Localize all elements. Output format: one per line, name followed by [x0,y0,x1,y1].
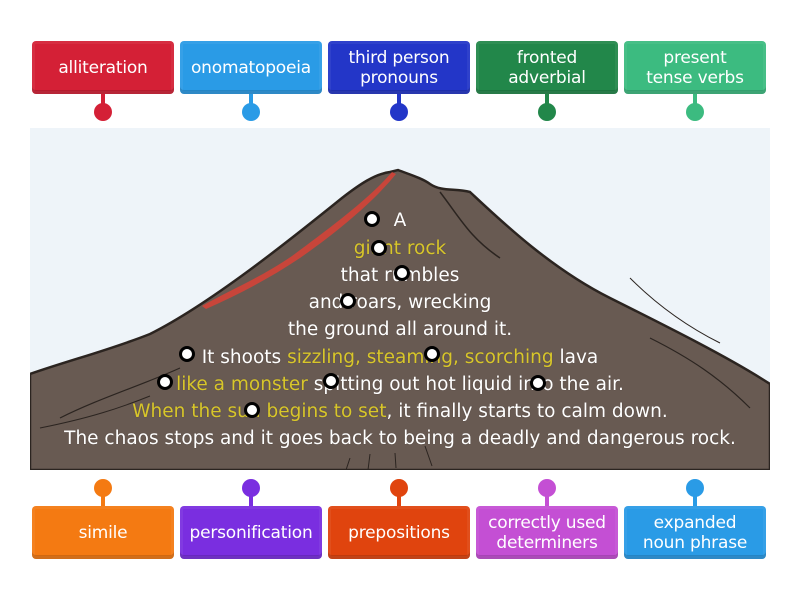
poem-line: It shoots sizzling, steaming, scorching … [30,347,770,368]
label-pin[interactable] [538,479,556,497]
highlighted-phrase: like a monster [176,374,308,395]
highlighted-phrase: giant rock [353,238,447,259]
label-fronted-adverbial[interactable]: fronted adverbial [476,41,618,94]
label-pin[interactable] [686,479,704,497]
poem-text-segment: lava [553,347,599,368]
label-present-tense-verbs[interactable]: present tense verbs [624,41,766,94]
poem-line: the ground all around it. [30,319,770,340]
label-connector [545,494,549,506]
label-text: simile [78,522,128,543]
drop-target-target-spitting[interactable] [323,373,339,389]
label-connector [693,94,697,106]
poem-line: and roars, wrecking [30,292,770,313]
label-connector [249,94,253,106]
drop-target-target-giant[interactable] [371,240,387,256]
label-correctly-used-determiners[interactable]: correctly used determiners [476,506,618,559]
poem-text-segment: A [393,210,407,231]
volcano-illustration [30,168,770,470]
drop-target-target-a[interactable] [364,211,380,227]
label-simile[interactable]: simile [32,506,174,559]
label-text: expanded noun phrase [642,512,748,553]
label-connector [101,94,105,106]
label-pin[interactable] [538,103,556,121]
label-connector [397,494,401,506]
label-personification[interactable]: personification [180,506,322,559]
drop-target-target-sun[interactable] [244,402,260,418]
label-pin[interactable] [94,479,112,497]
highlighted-phrase: sizzling, steaming, scorching [287,347,554,368]
poem-text-segment: the ground all around it. [287,319,513,340]
label-text: correctly used determiners [488,512,606,553]
label-connector [101,494,105,506]
label-text: personification [189,522,313,543]
poem-text-segment: The chaos stops and it goes back to bein… [64,428,736,449]
drop-target-target-it-shoots[interactable] [179,346,195,362]
drop-target-target-like[interactable] [157,374,173,390]
label-text: alliteration [58,57,148,78]
rock-crack [59,367,181,419]
poem-line: A [30,210,770,231]
label-text: fronted adverbial [508,47,586,88]
label-pin[interactable] [94,103,112,121]
poem-text-segment: It shoots [201,347,288,368]
label-alliteration[interactable]: alliteration [32,41,174,94]
volcano-mountain [30,168,770,470]
rock-crack [439,191,501,259]
label-connector [545,94,549,106]
poem-line: like a monster spitting out hot liquid i… [30,374,770,395]
label-connector [397,94,401,106]
rock-crack [629,277,721,344]
label-text: third person pronouns [348,47,450,88]
drop-target-target-rumbles[interactable] [394,265,410,281]
poem-line: giant rock [30,238,770,259]
drop-target-target-roars[interactable] [340,293,356,309]
label-pin[interactable] [390,479,408,497]
label-prepositions[interactable]: prepositions [328,506,470,559]
rock-crack [345,445,433,470]
label-pin[interactable] [686,103,704,121]
label-pin[interactable] [242,479,260,497]
label-text: onomatopoeia [190,57,311,78]
label-connector [249,494,253,506]
label-pin[interactable] [390,103,408,121]
label-connector [693,494,697,506]
label-onomatopoeia[interactable]: onomatopoeia [180,41,322,94]
label-expanded-noun-phrase[interactable]: expanded noun phrase [624,506,766,559]
label-text: present tense verbs [646,47,744,88]
poem-line: When the sun begins to set, it finally s… [30,401,770,422]
label-pin[interactable] [242,103,260,121]
poem-text-segment: and roars, wrecking [308,292,492,313]
rock-crack [39,395,151,429]
drop-target-target-into[interactable] [530,375,546,391]
poem-text-segment: spitting out hot liquid into the air. [307,374,624,395]
poem-line: The chaos stops and it goes back to bein… [30,428,770,449]
poem-text-segment: , it finally starts to calm down. [386,401,668,422]
drop-target-target-steaming[interactable] [424,346,440,362]
rock-crack [649,337,751,409]
label-text: prepositions [348,522,450,543]
label-third-person-pronouns[interactable]: third person pronouns [328,41,470,94]
